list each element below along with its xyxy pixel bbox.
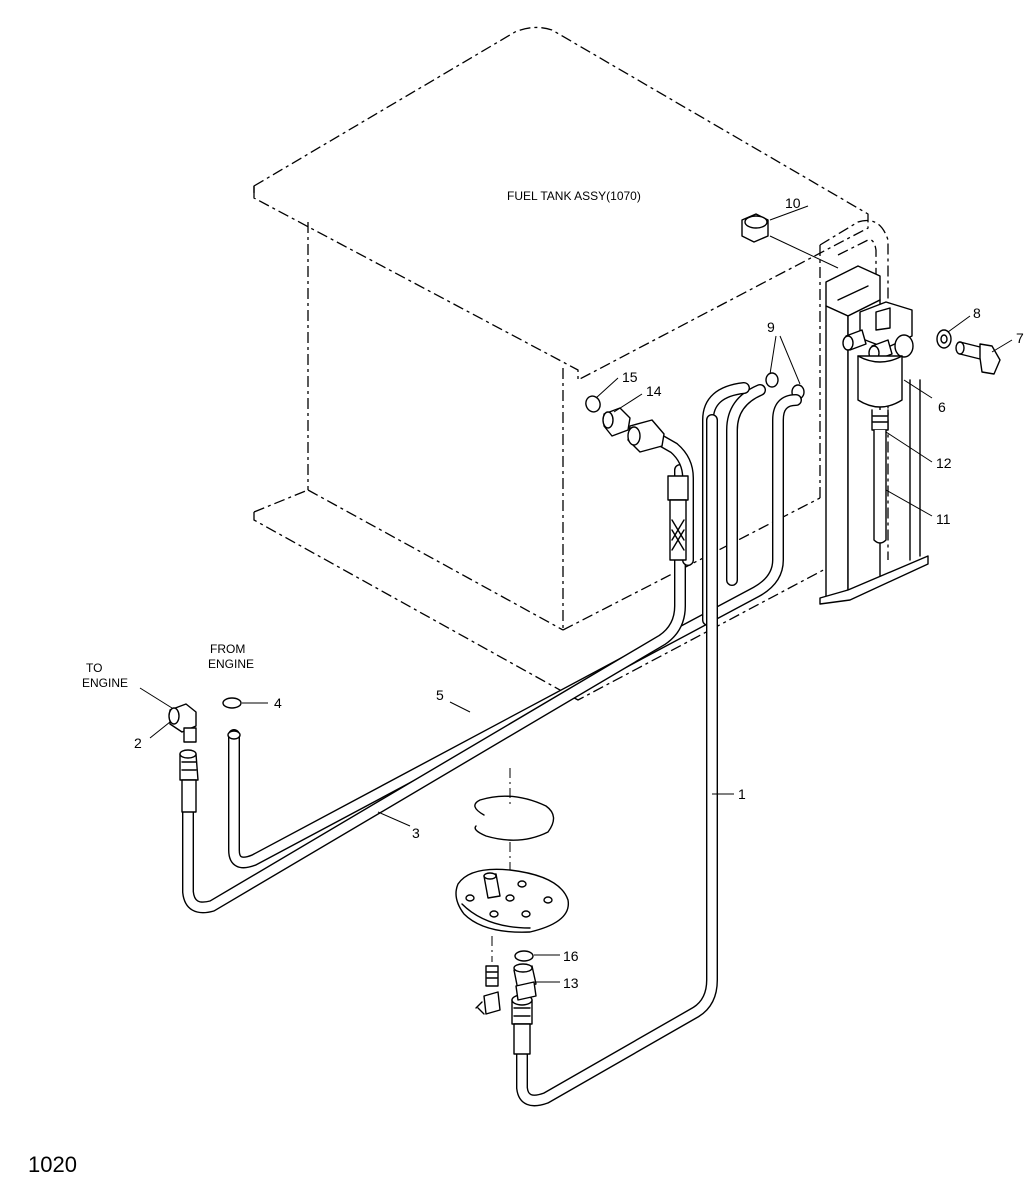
adapter-part-14 bbox=[602, 407, 631, 437]
callout-16: 16 bbox=[563, 948, 579, 964]
callout-15: 15 bbox=[622, 369, 638, 385]
assembly-label: FUEL TANK ASSY(1070) bbox=[507, 189, 641, 203]
o-ring-part-4 bbox=[222, 697, 242, 709]
callout-11: 11 bbox=[936, 511, 951, 527]
flange-plate bbox=[455, 868, 569, 933]
plug-part-13 bbox=[513, 963, 537, 1001]
leader-lines bbox=[139, 205, 1013, 983]
o-ring-part-16 bbox=[514, 950, 534, 962]
callout-8: 8 bbox=[973, 305, 981, 321]
caption-to-engine-line2: ENGINE bbox=[82, 676, 128, 690]
callout-7: 7 bbox=[1016, 330, 1024, 346]
fuel-tank-outline bbox=[253, 26, 889, 701]
sensor-fitting bbox=[475, 965, 501, 1015]
caption-from-engine-line1: FROM bbox=[210, 642, 245, 656]
o-ring-part-15 bbox=[585, 395, 601, 413]
nut-part-10 bbox=[741, 213, 769, 243]
callout-2: 2 bbox=[134, 735, 142, 751]
callout-1: 1 bbox=[738, 786, 746, 802]
callout-10: 10 bbox=[785, 195, 801, 211]
callout-9: 9 bbox=[767, 319, 775, 335]
hose-1-end-fitting bbox=[511, 994, 533, 1055]
tank-outlet-hose bbox=[627, 419, 694, 566]
callout-12: 12 bbox=[936, 455, 952, 471]
hose-3-end-fitting bbox=[179, 749, 199, 813]
callout-3: 3 bbox=[412, 825, 420, 841]
hose-part-3 bbox=[182, 464, 686, 914]
hose-part-1 bbox=[516, 414, 718, 1107]
caption-from-engine-line2: ENGINE bbox=[208, 657, 254, 671]
o-ring-part-9a bbox=[765, 372, 779, 388]
page-number: 1020 bbox=[28, 1152, 77, 1177]
hose-part-5 bbox=[227, 394, 802, 869]
elbow-part-2 bbox=[168, 703, 197, 743]
callout-14: 14 bbox=[646, 383, 662, 399]
caption-to-engine-line1: TO bbox=[86, 661, 102, 675]
callout-6: 6 bbox=[938, 399, 946, 415]
bolt-part-7 bbox=[955, 341, 1001, 375]
snap-ring bbox=[474, 795, 555, 841]
callout-5: 5 bbox=[436, 687, 444, 703]
fuel-filter-assembly bbox=[842, 301, 914, 544]
callout-13: 13 bbox=[563, 975, 579, 991]
callout-4: 4 bbox=[274, 695, 282, 711]
